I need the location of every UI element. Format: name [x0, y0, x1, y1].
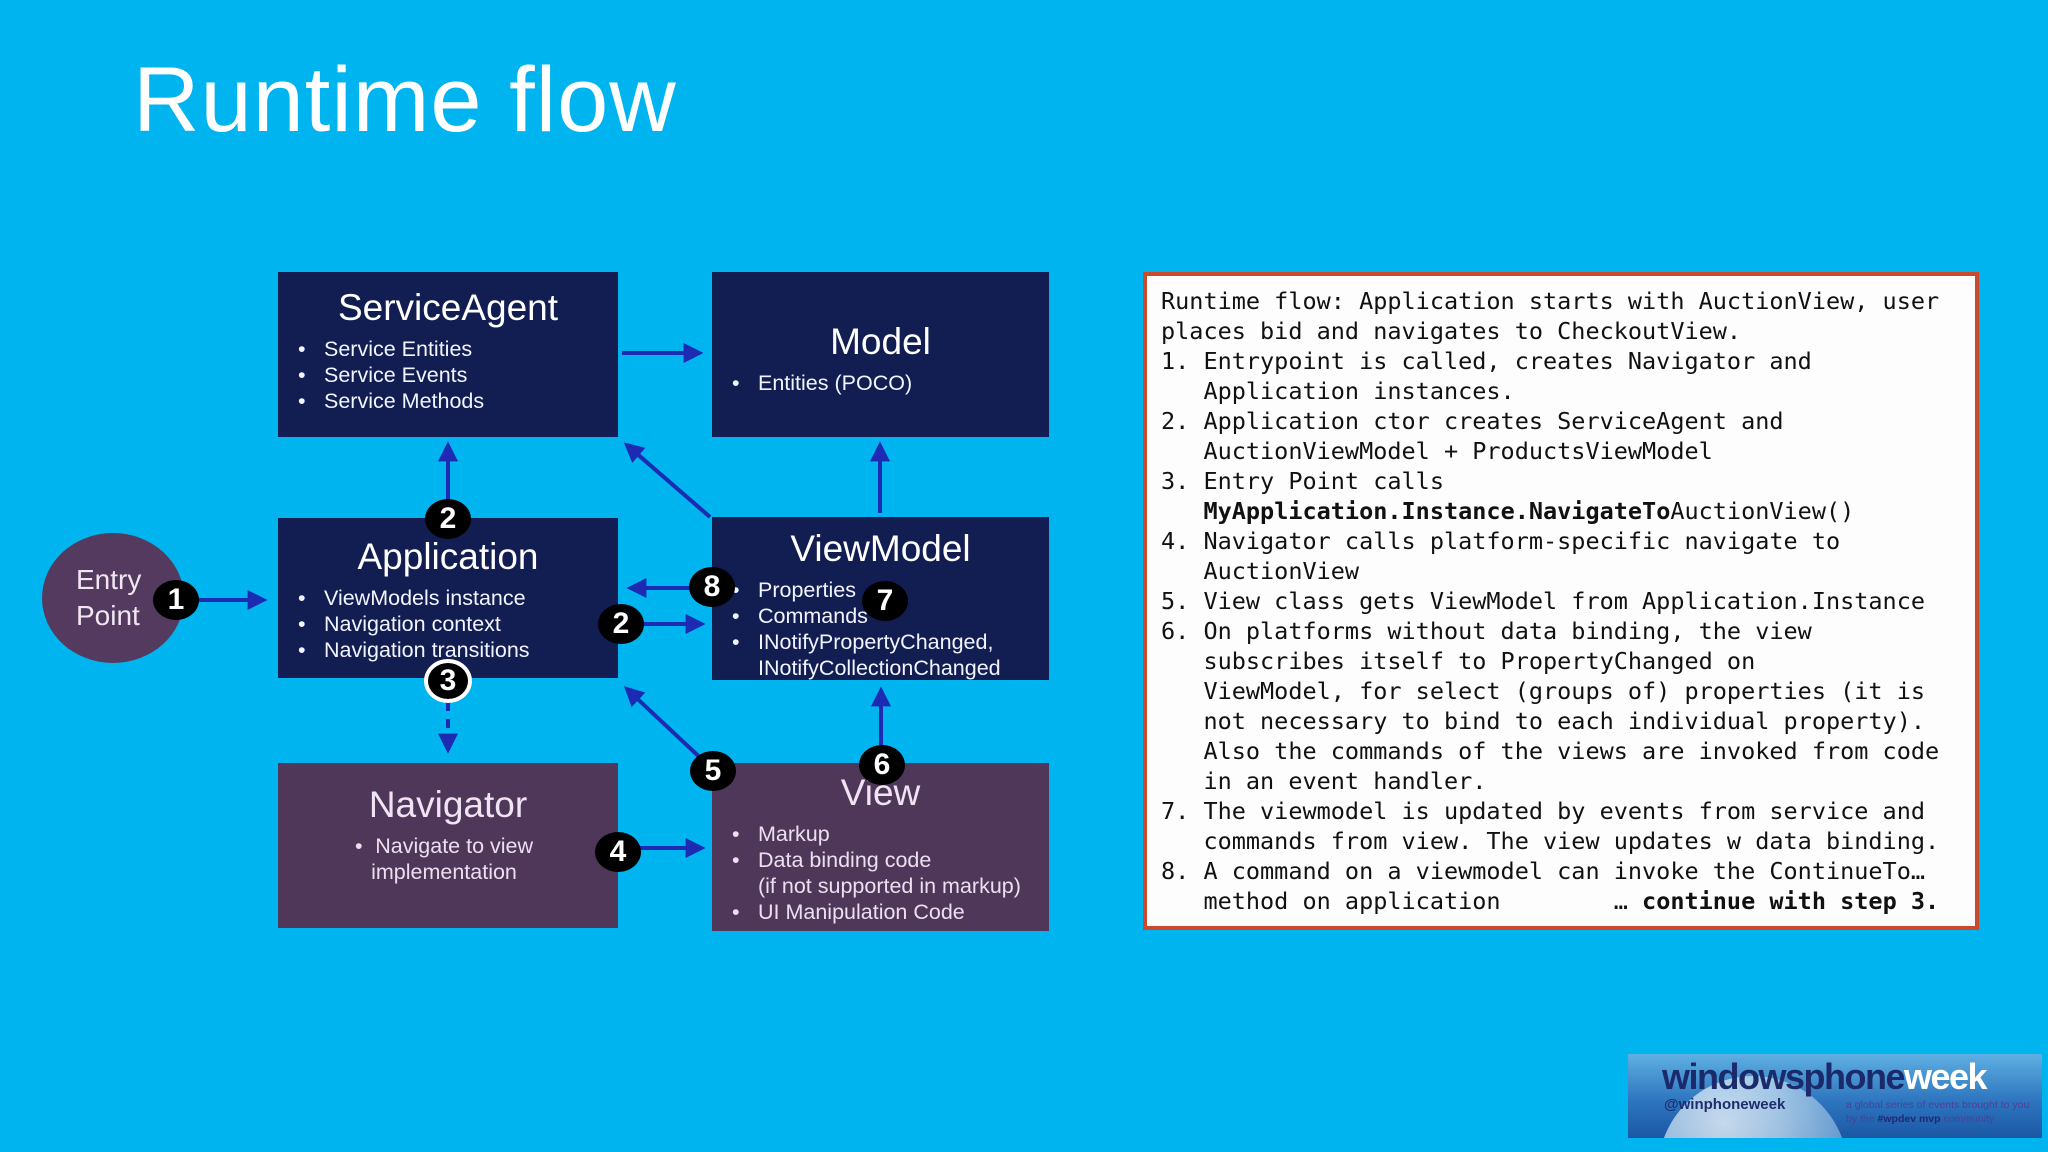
arrow-viewmodel-to-serviceagent	[623, 442, 712, 519]
step-badge-7: 7	[862, 581, 908, 621]
step-badge-8: 8	[689, 567, 735, 607]
step-badge-6: 6	[859, 745, 905, 785]
banner-brand-lite: week	[1903, 1056, 1988, 1097]
bullet-list: Service Entities Service Events Service …	[278, 336, 618, 414]
bullet-item: UI Manipulation Code	[712, 899, 1049, 925]
banner-brand-dark: windowsphone	[1662, 1056, 1905, 1097]
arrow-view-to-application	[623, 686, 710, 767]
bullet-item: Service Events	[278, 362, 618, 388]
bullet-item: Navigate to view implementation	[278, 833, 618, 885]
bullet-list: Navigate to view implementation	[278, 833, 618, 885]
node-title: Navigator	[368, 784, 528, 825]
step-badge-3: 3	[424, 659, 472, 703]
node-application: Application ViewModels instance Navigati…	[278, 518, 618, 678]
step-badge-4: 4	[595, 832, 641, 872]
tagline-line1: a global series of events brought to you	[1846, 1099, 2030, 1111]
node-model: Model Entities (POCO)	[712, 272, 1049, 437]
step-badge-2a: 2	[425, 499, 471, 539]
node-view: View Markup Data binding code (if not su…	[712, 763, 1049, 931]
banner-tagline: a global series of events brought to you…	[1846, 1098, 2029, 1126]
tagline-suffix: community	[1940, 1113, 1995, 1125]
bullet-list: ViewModels instance Navigation context N…	[278, 585, 618, 663]
node-title: ViewModel	[790, 528, 971, 569]
bullet-item: Navigation context	[278, 611, 618, 637]
tagline-bold: #wpdev mvp	[1877, 1113, 1941, 1125]
node-viewmodel: ViewModel Properties Commands INotifyPro…	[712, 517, 1049, 680]
node-title: Application	[357, 536, 539, 577]
banner-brand: windowsphoneweek	[1662, 1056, 1988, 1098]
bullet-item: Service Methods	[278, 388, 618, 414]
bullet-item: Service Entities	[278, 336, 618, 362]
bullet-list: Properties Commands INotifyPropertyChang…	[712, 577, 1049, 681]
bullet-list: Markup Data binding code (if not support…	[712, 821, 1049, 925]
bullet-item: Navigation transitions	[278, 637, 618, 663]
step-badge-2b: 2	[598, 604, 644, 644]
bullet-item: Properties	[712, 577, 1049, 603]
bullet-item: Data binding code (if not supported in m…	[712, 847, 1049, 899]
bullet-list: Entities (POCO)	[712, 370, 1049, 396]
step-badge-1: 1	[153, 580, 199, 620]
slide-title: Runtime flow	[133, 49, 677, 151]
banner-handle: @winphoneweek	[1664, 1096, 1786, 1113]
node-title: ServiceAgent	[337, 287, 559, 328]
runtime-flow-notes: Runtime flow: Application starts with Au…	[1143, 272, 1979, 930]
node-serviceagent: ServiceAgent Service Entities Service Ev…	[278, 272, 618, 437]
bullet-item: Commands	[712, 603, 1049, 629]
bullet-item: INotifyPropertyChanged, INotifyCollectio…	[712, 629, 1049, 681]
node-navigator: Navigator Navigate to view implementatio…	[278, 763, 618, 928]
bullet-item: ViewModels instance	[278, 585, 618, 611]
node-title: Model	[830, 321, 931, 362]
step-badge-5: 5	[690, 751, 736, 791]
bullet-item: Markup	[712, 821, 1049, 847]
entry-point-label: Entry Point	[76, 564, 142, 631]
tagline-prefix: by the	[1846, 1113, 1878, 1125]
windowsphoneweek-banner: windowsphoneweek @winphoneweek a global …	[1628, 1054, 2042, 1138]
bullet-item: Entities (POCO)	[712, 370, 1049, 396]
